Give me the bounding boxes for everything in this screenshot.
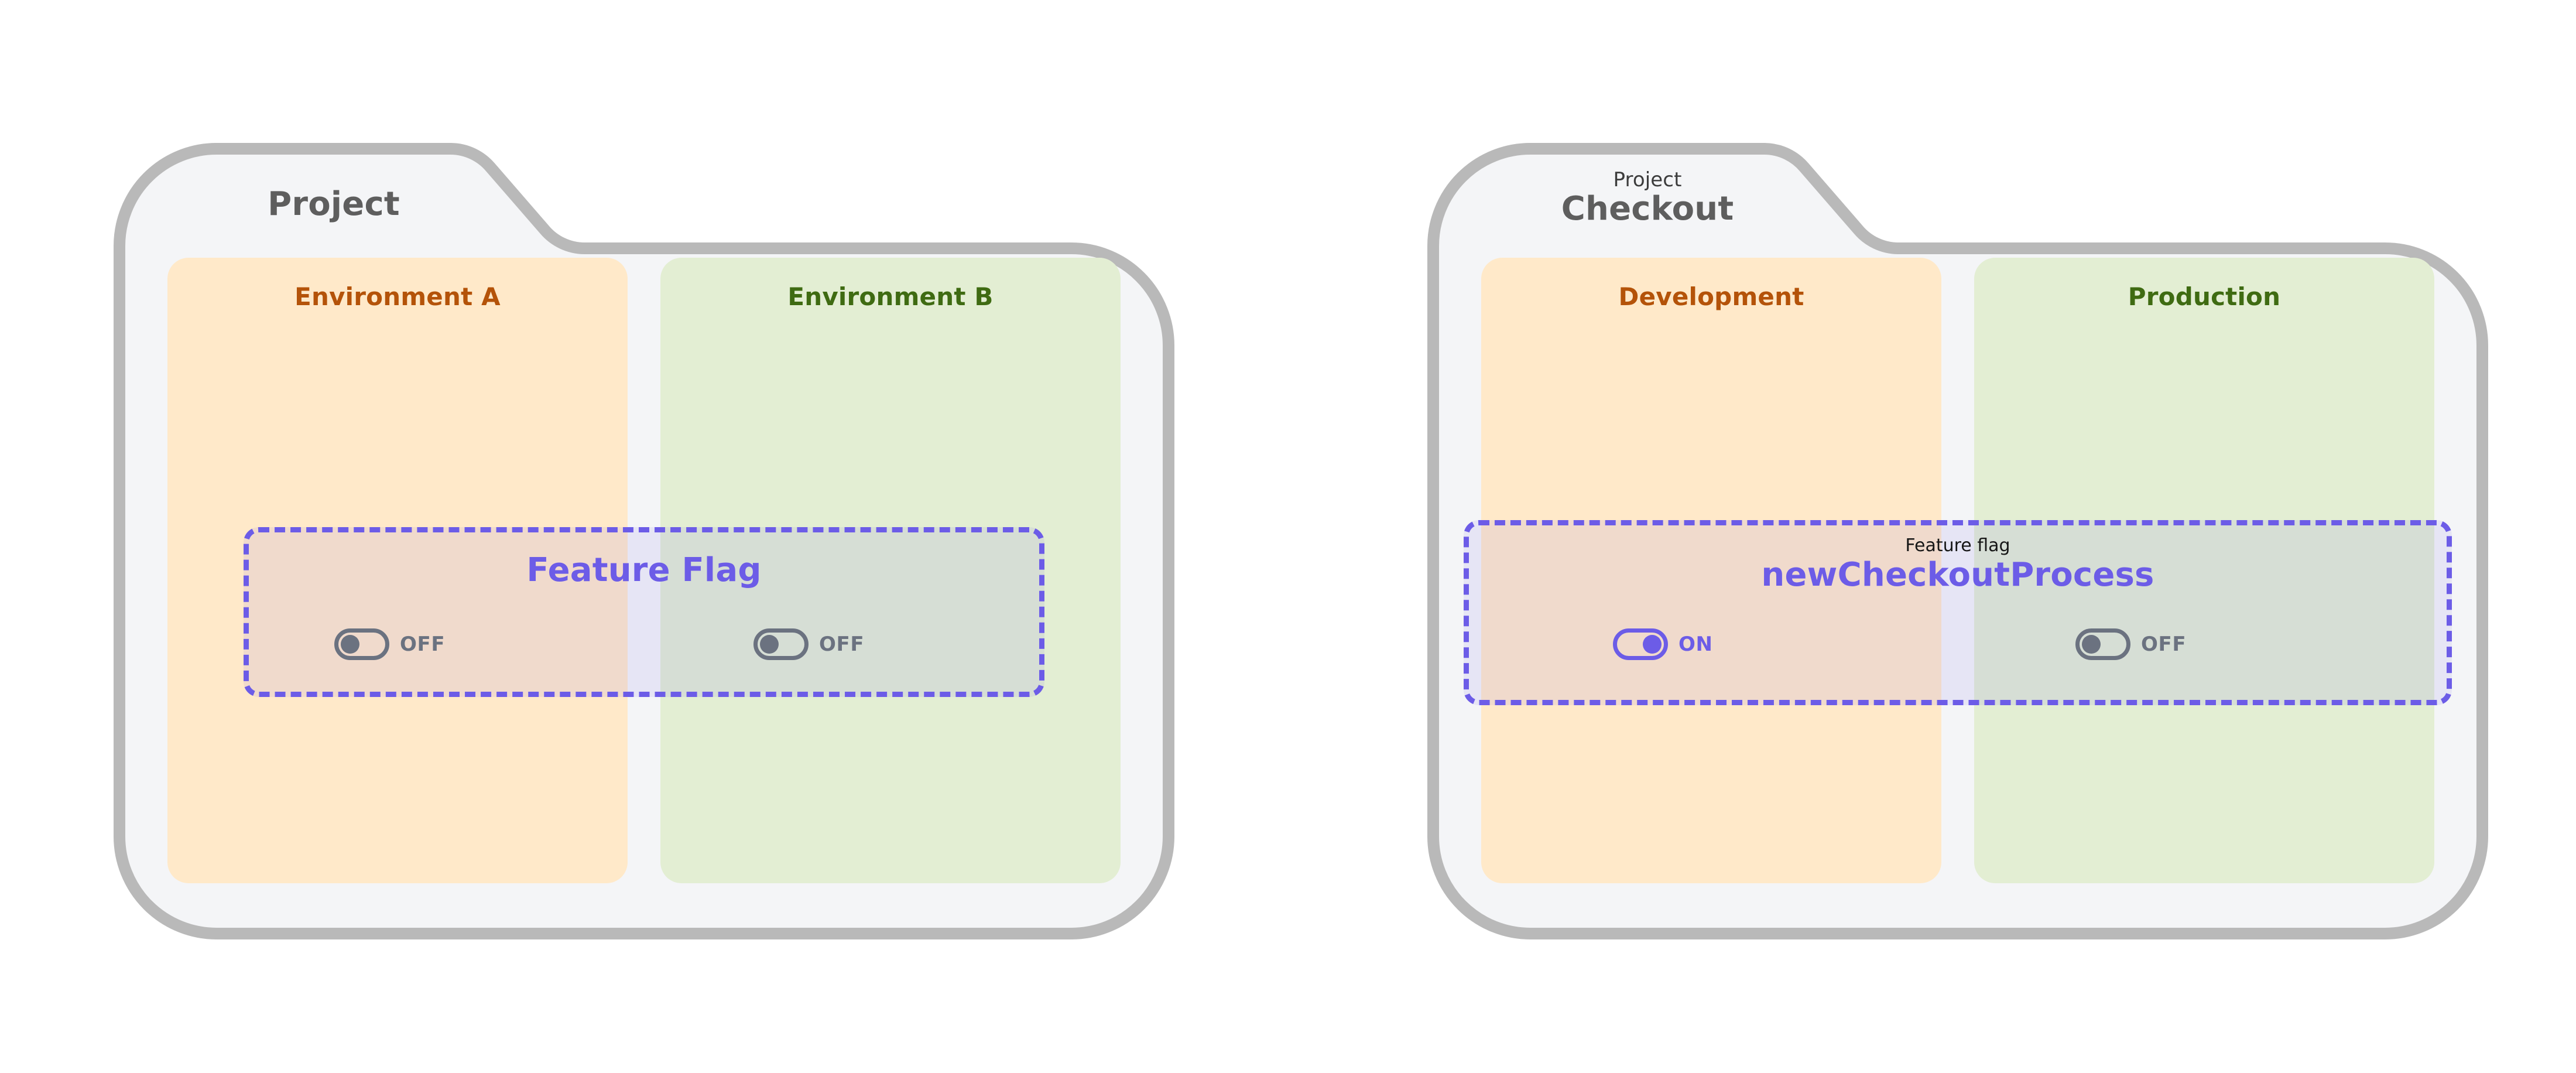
feature-flag-title: newCheckoutProcess (1761, 556, 2154, 594)
feature-flag-toggle-environment-b[interactable]: OFF (753, 628, 864, 660)
toggle-knob (2082, 635, 2101, 654)
feature-flag-toggle-development[interactable]: ON (1613, 628, 1713, 660)
toggle-state-label: OFF (400, 633, 446, 656)
toggle-switch-off[interactable] (2075, 628, 2130, 660)
toggle-switch-on[interactable] (1613, 628, 1668, 660)
feature-flag-toggle-production[interactable]: OFF (2075, 628, 2186, 660)
toggle-knob (1643, 635, 1662, 654)
folder-panel-generic: Project Environment A Environment B Feat… (111, 141, 1177, 942)
toggle-knob (760, 635, 779, 654)
feature-flag-eyebrow: Feature flag (1905, 535, 2010, 556)
toggle-knob (341, 635, 359, 654)
folder-panel-checkout: Project Checkout Development Production … (1425, 141, 2491, 942)
environment-label: Production (2128, 282, 2281, 311)
environment-card-production[interactable]: Production (1974, 258, 2434, 883)
environment-label: Environment B (787, 282, 994, 311)
toggle-switch-off[interactable] (753, 628, 809, 660)
environment-row-checkout: Development Production (1481, 258, 2434, 883)
feature-flag-title: Feature Flag (526, 551, 762, 589)
feature-flag-overlay-generic[interactable]: Feature Flag OFF OFF (244, 527, 1044, 697)
environment-label: Development (1618, 282, 1804, 311)
feature-flag-overlay-checkout[interactable]: Feature flag newCheckoutProcess ON OFF (1464, 520, 2452, 705)
environment-card-development[interactable]: Development (1481, 258, 1941, 883)
toggle-switch-off[interactable] (334, 628, 389, 660)
toggle-state-label: OFF (819, 633, 865, 656)
feature-flag-toggle-environment-a[interactable]: OFF (334, 628, 445, 660)
toggle-state-label: ON (1678, 633, 1713, 656)
toggle-state-label: OFF (2141, 633, 2187, 656)
environment-label: Environment A (294, 282, 501, 311)
